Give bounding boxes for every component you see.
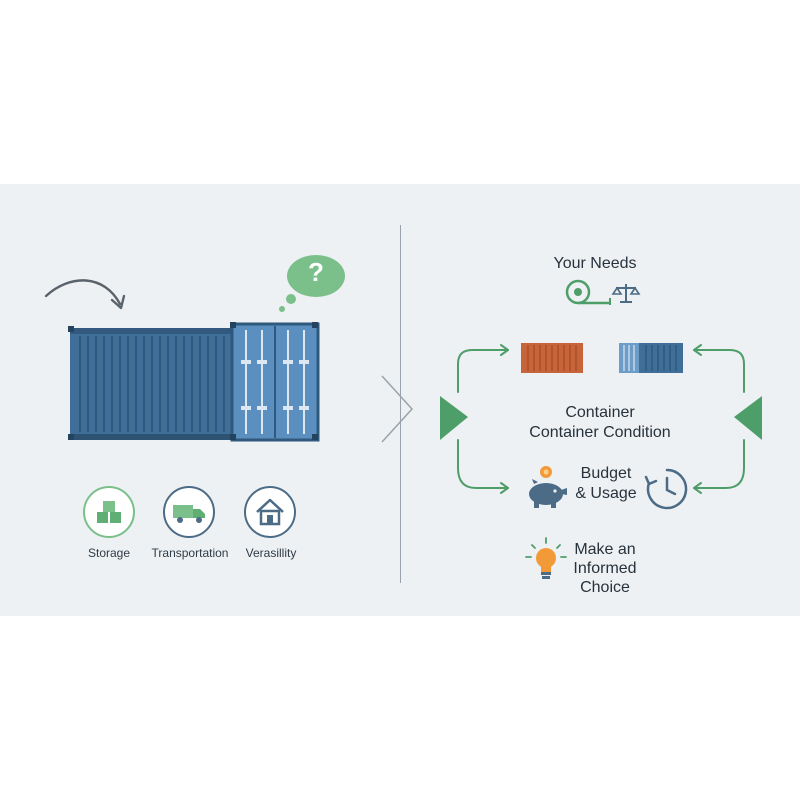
decision-cycle-arrows: [440, 344, 762, 494]
right-triangle-marker: [734, 396, 762, 440]
left-triangle-marker: [440, 396, 468, 440]
versatility-feature: [244, 486, 296, 538]
house-icon: [256, 498, 284, 526]
feature-label-storage: Storage: [87, 546, 131, 560]
blue-container-icon: [619, 343, 683, 373]
choice-line-1: Make an: [574, 541, 636, 558]
feature-label-versatility: Verasillity: [245, 546, 297, 560]
question-bubble-icon: [279, 255, 345, 312]
tape-and-scale-icon: [565, 279, 641, 305]
question-mark: ?: [308, 257, 324, 287]
transportation-feature: [163, 486, 215, 538]
storage-feature: [83, 486, 135, 538]
choice-line-3: Choice: [580, 579, 630, 596]
shipping-container-illustration: [68, 322, 320, 442]
chevron-right-icon: [381, 375, 414, 443]
your-needs-title: Your Needs: [553, 255, 637, 272]
truck-icon: [173, 505, 205, 523]
boxes-icon: [97, 501, 121, 523]
clock-icon: [644, 468, 688, 510]
lightbulb-icon: [525, 537, 567, 579]
center-divider: [400, 225, 401, 583]
budget-line-2: & Usage: [575, 485, 637, 502]
curved-arrow-icon: [44, 279, 126, 310]
choice-line-2: Informed: [573, 560, 637, 577]
condition-line-1: Container: [565, 404, 635, 421]
budget-line-1: Budget: [580, 465, 632, 482]
condition-line-2: Container Condition: [529, 424, 671, 441]
piggy-bank-icon: [529, 466, 567, 508]
orange-container-icon: [521, 343, 583, 373]
feature-label-transportation: Transportation: [151, 546, 229, 560]
